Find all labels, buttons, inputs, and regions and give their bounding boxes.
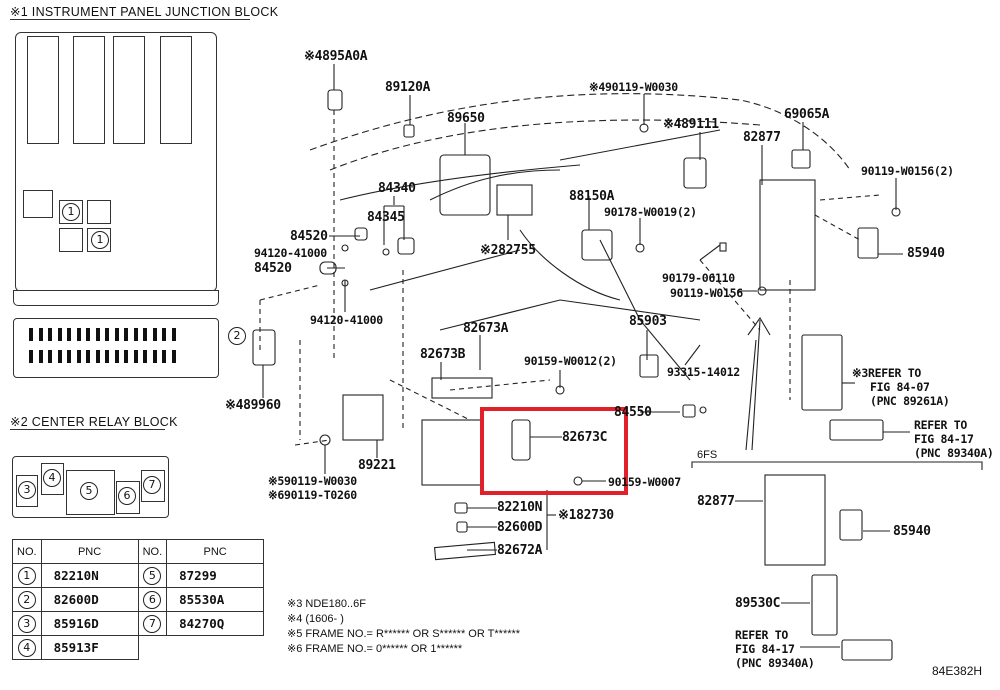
part-label-88150A[interactable]: 88150A <box>569 189 615 204</box>
connector-pin <box>152 328 157 341</box>
connector-pin <box>105 328 109 341</box>
connector-pin <box>162 328 166 341</box>
connector-pin <box>133 350 138 363</box>
diagram-id: 84E382H <box>932 664 983 678</box>
part-label-82210N[interactable]: 82210N <box>497 500 543 515</box>
connector-pin <box>95 328 100 341</box>
connector-pin <box>38 350 43 363</box>
part-label-90119-W0030[interactable]: ※590119-W0030 <box>268 474 357 488</box>
part-label-84345[interactable]: 84345 <box>367 210 405 225</box>
table-header: NO. PNC NO. PNC <box>12 539 265 564</box>
part-label-89120A[interactable]: 89120A <box>385 80 431 95</box>
part-label-82730[interactable]: ※182730 <box>558 508 614 523</box>
connector-pin <box>105 350 109 363</box>
connector-pin <box>95 350 100 363</box>
connector-pin <box>162 350 166 363</box>
table-row: 1 82210N 5 87299 <box>12 563 265 588</box>
connector-pin <box>29 350 33 363</box>
part-label-82673C[interactable]: 82673C <box>562 430 608 445</box>
callout-7: 7 <box>143 476 161 494</box>
connector-pin <box>48 328 52 341</box>
callout-3: 3 <box>18 481 36 499</box>
part-label-85903[interactable]: 85903 <box>629 314 667 329</box>
connector-pin <box>76 350 81 363</box>
table-row: 4 85913F <box>12 635 264 660</box>
connector-pin <box>57 350 62 363</box>
part-label-82877[interactable]: 82877 <box>743 130 781 145</box>
part-label-85940[interactable]: 85940 <box>907 246 945 261</box>
junction-block-title: ※1 INSTRUMENT PANEL JUNCTION BLOCK <box>10 5 279 20</box>
part-label-89650[interactable]: 89650 <box>447 111 485 126</box>
part-label-85940-6fs[interactable]: 85940 <box>893 524 931 539</box>
connector-pin <box>38 328 43 341</box>
callout-1: 1 <box>91 231 109 249</box>
callout-2: 2 <box>228 327 246 345</box>
connector-pin <box>29 328 33 341</box>
callout-1: 1 <box>62 203 80 221</box>
part-label-82755[interactable]: ※282755 <box>480 243 536 258</box>
part-label-82673B[interactable]: 82673B <box>420 347 466 362</box>
footnote-6: ※6 FRAME NO.= 0****** OR 1****** <box>287 643 463 655</box>
refer-note-89261A[interactable]: ※3REFER TO FIG 84-07 (PNC 89261A) <box>852 366 950 408</box>
part-label-90159-W0012-2[interactable]: 90159-W0012(2) <box>524 354 617 368</box>
footnote-3: ※3 NDE180..6F <box>287 598 366 610</box>
part-label-895A0A[interactable]: ※4895A0A <box>304 49 368 64</box>
connector-pin <box>114 350 119 363</box>
connector-pin <box>86 350 90 363</box>
refer-note-89340A[interactable]: REFER TO FIG 84-17 (PNC 89340A) <box>914 418 994 460</box>
connector-pin <box>67 350 71 363</box>
connector-pin <box>171 328 176 341</box>
part-label-89960[interactable]: ※489960 <box>225 398 281 413</box>
highlight-box <box>480 407 628 495</box>
pnc-table: NO. PNC NO. PNC 1 82210N 5 87299 2 82600… <box>12 539 265 660</box>
refer-note-89340A-6fs[interactable]: REFER TO FIG 84-17 (PNC 89340A) <box>735 628 815 670</box>
part-label-69065A[interactable]: 69065A <box>784 107 830 122</box>
part-label-82600D[interactable]: 82600D <box>497 520 543 535</box>
part-label-84520-b[interactable]: 84520 <box>254 261 292 276</box>
table-row: 3 85916D 7 84270Q <box>12 611 265 636</box>
part-label-90119-W0156[interactable]: 90119-W0156 <box>670 286 743 300</box>
relay-block-title: ※2 CENTER RELAY BLOCK <box>10 415 178 430</box>
connector-pin <box>152 350 157 363</box>
footnote-4: ※4 (1606- ) <box>287 613 344 625</box>
part-label-82673A[interactable]: 82673A <box>463 321 509 336</box>
part-label-89530C[interactable]: 89530C <box>735 596 781 611</box>
part-label-84340[interactable]: 84340 <box>378 181 416 196</box>
part-label-90159-W0007[interactable]: 90159-W0007 <box>608 475 681 489</box>
callout-5: 5 <box>80 482 98 500</box>
connector-pin <box>86 328 90 341</box>
part-label-82672A[interactable]: 82672A <box>497 543 543 558</box>
part-label-93315-14012[interactable]: 93315-14012 <box>667 365 740 379</box>
connector-pin <box>143 328 147 341</box>
part-label-89221[interactable]: 89221 <box>358 458 396 473</box>
part-label-94120-41000-b[interactable]: 94120-41000 <box>310 313 383 327</box>
part-label-82877-6fs[interactable]: 82877 <box>697 494 735 509</box>
connector-pin <box>171 350 176 363</box>
part-label-94120-41000-a[interactable]: 94120-41000 <box>254 246 327 260</box>
footnote-5: ※5 FRAME NO.= R****** OR S****** OR T***… <box>287 628 521 640</box>
connector-pin <box>114 328 119 341</box>
part-label-90178-W0019-2[interactable]: 90178-W0019(2) <box>604 205 697 219</box>
part-label-84550[interactable]: 84550 <box>614 405 652 420</box>
callout-6: 6 <box>118 487 136 505</box>
variant-label-6fs: 6FS <box>697 449 718 461</box>
part-label-90119-T0260[interactable]: ※690119-T0260 <box>268 488 357 502</box>
part-label-90179-06110[interactable]: 90179-06110 <box>662 271 735 285</box>
part-label-90119-W0030-top[interactable]: ※490119-W0030 <box>589 80 678 94</box>
part-label-90119-W0156-2[interactable]: 90119-W0156(2) <box>861 164 954 178</box>
connector-pin <box>124 328 128 341</box>
connector-pin <box>48 350 52 363</box>
connector-pin <box>143 350 147 363</box>
connector-pin <box>67 328 71 341</box>
part-label-84520-a[interactable]: 84520 <box>290 229 328 244</box>
connector-pin <box>57 328 62 341</box>
connector-pin <box>124 350 128 363</box>
connector-pin <box>76 328 81 341</box>
callout-4: 4 <box>43 469 61 487</box>
part-label-89111[interactable]: ※489111 <box>663 117 719 132</box>
connector-pin <box>133 328 138 341</box>
